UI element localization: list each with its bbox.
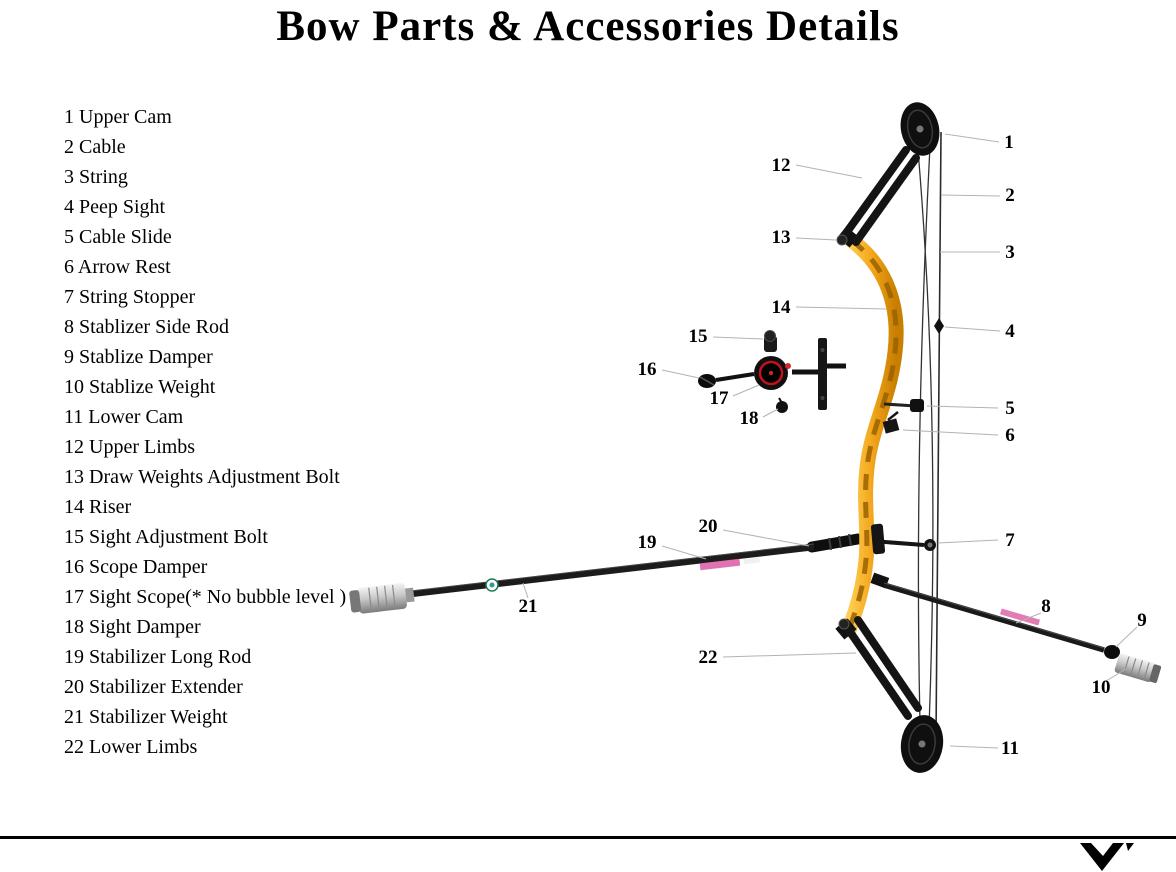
arrow-rest xyxy=(882,411,900,434)
scope-red-dot xyxy=(785,363,791,369)
stabilizer-weight xyxy=(349,582,415,614)
parts-list-item: 6 Arrow Rest xyxy=(64,256,171,278)
parts-list-item: 21 Stabilizer Weight xyxy=(64,706,228,728)
callout-number-11: 11 xyxy=(1001,738,1019,759)
callout-number-6: 6 xyxy=(1005,425,1015,446)
page-title: Bow Parts & Accessories Details xyxy=(276,3,900,50)
upper-cam xyxy=(900,102,940,156)
parts-list-item: 9 Stablize Damper xyxy=(64,346,213,368)
leader-line-4 xyxy=(944,326,1001,332)
callout-number-19: 19 xyxy=(637,532,657,553)
leader-line-8 xyxy=(1015,612,1042,624)
parts-list-item: 22 Lower Limbs xyxy=(64,736,198,758)
callout-number-17: 17 xyxy=(709,388,729,409)
parts-list-item: 2 Cable xyxy=(64,136,126,158)
peep-sight xyxy=(934,318,944,334)
parts-list-item: 12 Upper Limbs xyxy=(64,436,196,458)
callout-number-7: 7 xyxy=(1005,530,1015,551)
callout-number-15: 15 xyxy=(688,326,708,347)
footer-divider xyxy=(0,836,1176,839)
parts-list-item: 8 Stablizer Side Rod xyxy=(64,316,229,338)
callout-number-20: 20 xyxy=(698,516,718,537)
callout-number-5: 5 xyxy=(1005,398,1015,419)
leader-line-1 xyxy=(944,133,1000,143)
leader-line-17 xyxy=(732,384,760,397)
callout-number-10: 10 xyxy=(1091,677,1111,698)
leader-line-2 xyxy=(940,194,1001,197)
parts-list-item: 20 Stabilizer Extender xyxy=(64,676,243,698)
sight-damper xyxy=(776,397,788,413)
leader-line-5 xyxy=(926,405,999,409)
leader-line-7 xyxy=(937,539,999,544)
callout-number-22: 22 xyxy=(698,647,718,668)
parts-list-item: 15 Sight Adjustment Bolt xyxy=(64,526,268,548)
leader-line-10 xyxy=(1105,668,1127,682)
side-rod-weight xyxy=(1114,653,1162,683)
parts-list-item: 16 Scope Damper xyxy=(64,556,208,578)
sight-adjustment-bolt xyxy=(764,330,777,352)
lower-cam xyxy=(900,715,944,773)
stabilizer-long-rod xyxy=(349,533,864,614)
parts-list-item: 11 Lower Cam xyxy=(64,406,184,428)
callout-number-12: 12 xyxy=(771,155,791,176)
leader-line-13 xyxy=(795,237,837,241)
sight-mount-bar xyxy=(818,338,827,410)
callout-number-13: 13 xyxy=(771,227,791,248)
leader-line-15 xyxy=(712,336,764,340)
callout-number-14: 14 xyxy=(771,297,791,318)
leader-lines xyxy=(522,133,1138,749)
parts-list-item: 17 Sight Scope(* No bubble level ) xyxy=(64,586,347,608)
parts-list-item: 3 String xyxy=(64,166,128,188)
leader-line-19 xyxy=(661,545,707,560)
callout-number-2: 2 xyxy=(1005,185,1015,206)
callout-number-3: 3 xyxy=(1005,242,1015,263)
parts-list-item: 19 Stabilizer Long Rod xyxy=(64,646,252,668)
parts-list: 1 Upper Cam 2 Cable 3 String 4 Peep Sigh… xyxy=(64,102,346,762)
parts-list-item: 10 Stablize Weight xyxy=(64,376,216,398)
leader-line-18 xyxy=(762,408,779,418)
brand-logo-icon xyxy=(1080,843,1134,871)
parts-list-item: 7 String Stopper xyxy=(64,286,196,308)
leader-line-12 xyxy=(795,164,863,179)
parts-list-item: 5 Cable Slide xyxy=(64,226,172,248)
callout-number-1: 1 xyxy=(1004,132,1014,153)
parts-list-item: 18 Sight Damper xyxy=(64,616,201,638)
leader-line-16 xyxy=(661,369,700,379)
leader-line-9 xyxy=(1115,626,1138,648)
upper-limbs xyxy=(836,146,920,246)
callout-number-16: 16 xyxy=(637,359,657,380)
parts-list-item: 1 Upper Cam xyxy=(64,106,172,128)
callout-number-9: 9 xyxy=(1137,610,1147,631)
leader-line-14 xyxy=(795,306,887,310)
sight-assembly xyxy=(698,330,846,413)
parts-list-item: 4 Peep Sight xyxy=(64,196,166,218)
lower-limbs xyxy=(838,616,922,720)
bow-string-and-cables xyxy=(917,131,944,739)
leader-line-22 xyxy=(722,652,857,658)
callout-number-18: 18 xyxy=(739,408,759,429)
callout-number-4: 4 xyxy=(1005,321,1015,342)
leader-line-6 xyxy=(902,429,999,436)
callout-number-8: 8 xyxy=(1041,596,1051,617)
leader-line-20 xyxy=(722,529,810,547)
leader-line-11 xyxy=(949,745,999,749)
scope-damper xyxy=(698,372,755,388)
grip xyxy=(870,523,886,555)
stabilizer-side-rod xyxy=(870,572,1162,683)
leader-line-21 xyxy=(522,582,529,599)
parts-list-item: 13 Draw Weights Adjustment Bolt xyxy=(64,466,340,488)
parts-list-item: 14 Riser xyxy=(64,496,132,518)
callout-number-21: 21 xyxy=(518,596,538,617)
side-rod-damper xyxy=(1104,645,1120,659)
draw-weight-adjustment-bolt xyxy=(836,234,848,246)
cable-slide xyxy=(883,399,924,412)
